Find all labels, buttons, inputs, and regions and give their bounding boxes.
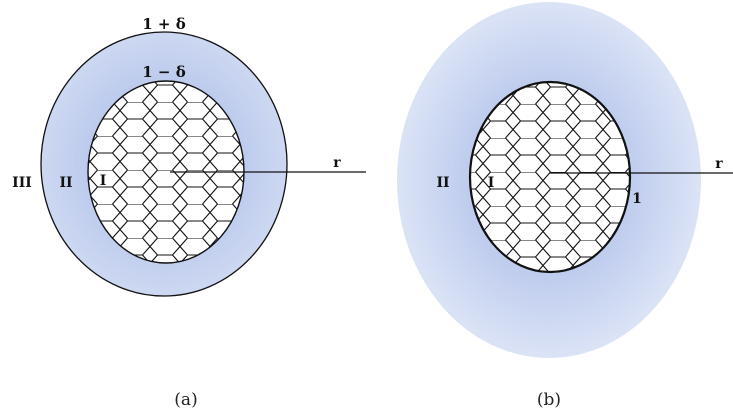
hex-lattice-b bbox=[470, 82, 630, 272]
region-II-label-a: II bbox=[59, 175, 72, 191]
axis-r-label-a: r bbox=[333, 155, 341, 171]
region-I-label-a: I bbox=[100, 173, 107, 189]
caption-b: (b) bbox=[537, 390, 561, 410]
axis-r-label-b: r bbox=[715, 156, 723, 172]
region-I-label-b: I bbox=[488, 175, 495, 191]
radius-one-label-b: 1 bbox=[632, 191, 642, 207]
inner-radius-label-a: 1 − δ bbox=[142, 63, 185, 81]
panel-b: II I 1 r (b) bbox=[397, 2, 733, 410]
inner-boundary-b bbox=[468, 80, 632, 274]
region-II-label-b: II bbox=[436, 175, 449, 191]
outer-radius-label-a: 1 + δ bbox=[142, 15, 185, 33]
caption-a: (a) bbox=[174, 390, 197, 410]
hex-lattice-a bbox=[88, 81, 244, 263]
region-III-label-a: III bbox=[12, 175, 32, 191]
panel-a: 1 + δ 1 − δ III II I r (a) bbox=[12, 15, 366, 410]
